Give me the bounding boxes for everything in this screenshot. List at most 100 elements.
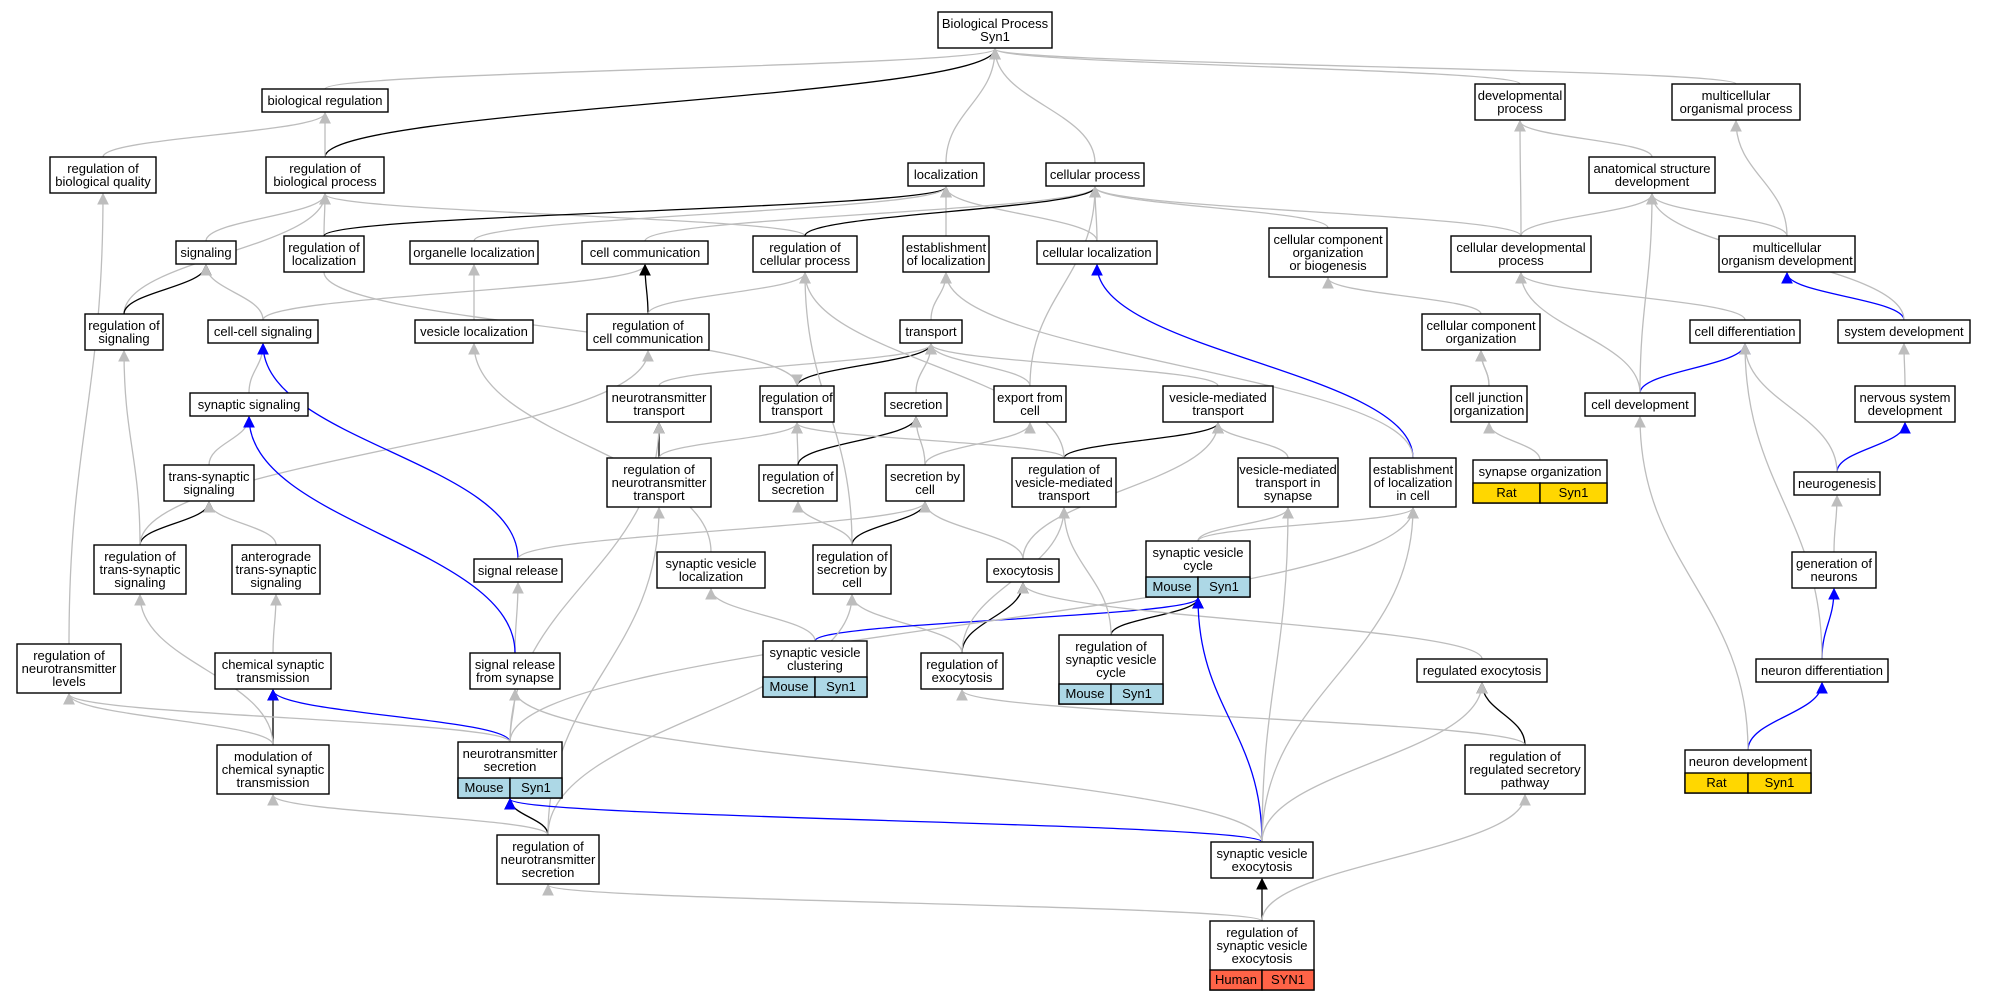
node-cellloc[interactable]: cellular localization — [1036, 240, 1158, 265]
edge-regsecretion-to-regtransport — [791, 421, 803, 466]
node-sigrelease[interactable]: signal release — [473, 558, 563, 583]
edge-synvesexo-to-estlocincell — [1261, 506, 1419, 843]
node-label-line: process — [1497, 101, 1543, 116]
node-exocytosis[interactable]: exocytosis — [986, 558, 1060, 583]
edge-ntsecretion-to-regntlevels — [63, 692, 511, 743]
node-label-line: signaling — [98, 331, 149, 346]
node-vesloc[interactable]: vesicle localization — [414, 319, 534, 344]
edge-regsynvesexo-to-regntsec — [542, 883, 1263, 922]
edge-regloc-to-localization — [323, 185, 952, 237]
node-box — [1791, 551, 1877, 589]
node-label-line: process — [1498, 253, 1544, 268]
node-bioreg[interactable]: biological regulation — [261, 88, 389, 113]
node-label-line: multicellular — [1753, 240, 1822, 255]
node-label-line: regulation of — [512, 839, 584, 854]
node-sysdev[interactable]: system development — [1837, 319, 1971, 344]
node-cellcomm[interactable]: cell communication — [581, 240, 709, 265]
node-regexo2[interactable]: regulated exocytosis — [1416, 658, 1548, 683]
node-cellproc[interactable]: cellular process — [1045, 162, 1145, 187]
node-label-line: regulation of — [762, 469, 834, 484]
node-box — [1793, 471, 1881, 496]
edge-anatdev-to-devproc — [1514, 119, 1653, 158]
edge-exportcell-to-transport — [925, 342, 1031, 387]
gene-cell — [1747, 772, 1812, 794]
node-cellcellsig[interactable]: cell-cell signaling — [207, 319, 319, 344]
node-box — [214, 652, 332, 690]
node-signaling[interactable]: signaling — [175, 240, 237, 265]
node-label-line: cellular process — [1050, 167, 1141, 182]
node-orgloc[interactable]: organelle localization — [409, 240, 539, 265]
edge-sysdev-to-multidev — [1781, 271, 1905, 321]
node-secretion[interactable]: secretion — [884, 392, 948, 417]
node-transport[interactable]: transport — [899, 319, 963, 344]
node-label-line: of localization — [907, 253, 986, 268]
node-label-line: regulation of — [1489, 749, 1561, 764]
node-label-line: regulation of — [1075, 639, 1147, 654]
node-box — [207, 319, 319, 344]
node-label-line: organization — [1446, 331, 1517, 346]
node-label-line: signal release — [478, 563, 558, 578]
node-neurondiff[interactable]: neuron differentiation — [1755, 658, 1889, 683]
node-neurogenesis[interactable]: neurogenesis — [1793, 471, 1881, 496]
edge-cellloc-to-localization — [940, 185, 1098, 242]
node-label-line: clustering — [787, 658, 843, 673]
node-label-line: regulation of — [623, 462, 695, 477]
node-label-line: neuron differentiation — [1761, 663, 1883, 678]
node-localization[interactable]: localization — [907, 162, 985, 187]
node-synsig[interactable]: synaptic signaling — [189, 392, 309, 417]
edge-regsignaling-to-signaling — [123, 263, 212, 315]
node-celldiff[interactable]: cell differentiation — [1689, 319, 1801, 344]
edge-devproc-to-bp — [989, 47, 1521, 85]
node-label-line: cell differentiation — [1695, 324, 1796, 339]
node-celldev[interactable]: cell development — [1584, 392, 1696, 417]
